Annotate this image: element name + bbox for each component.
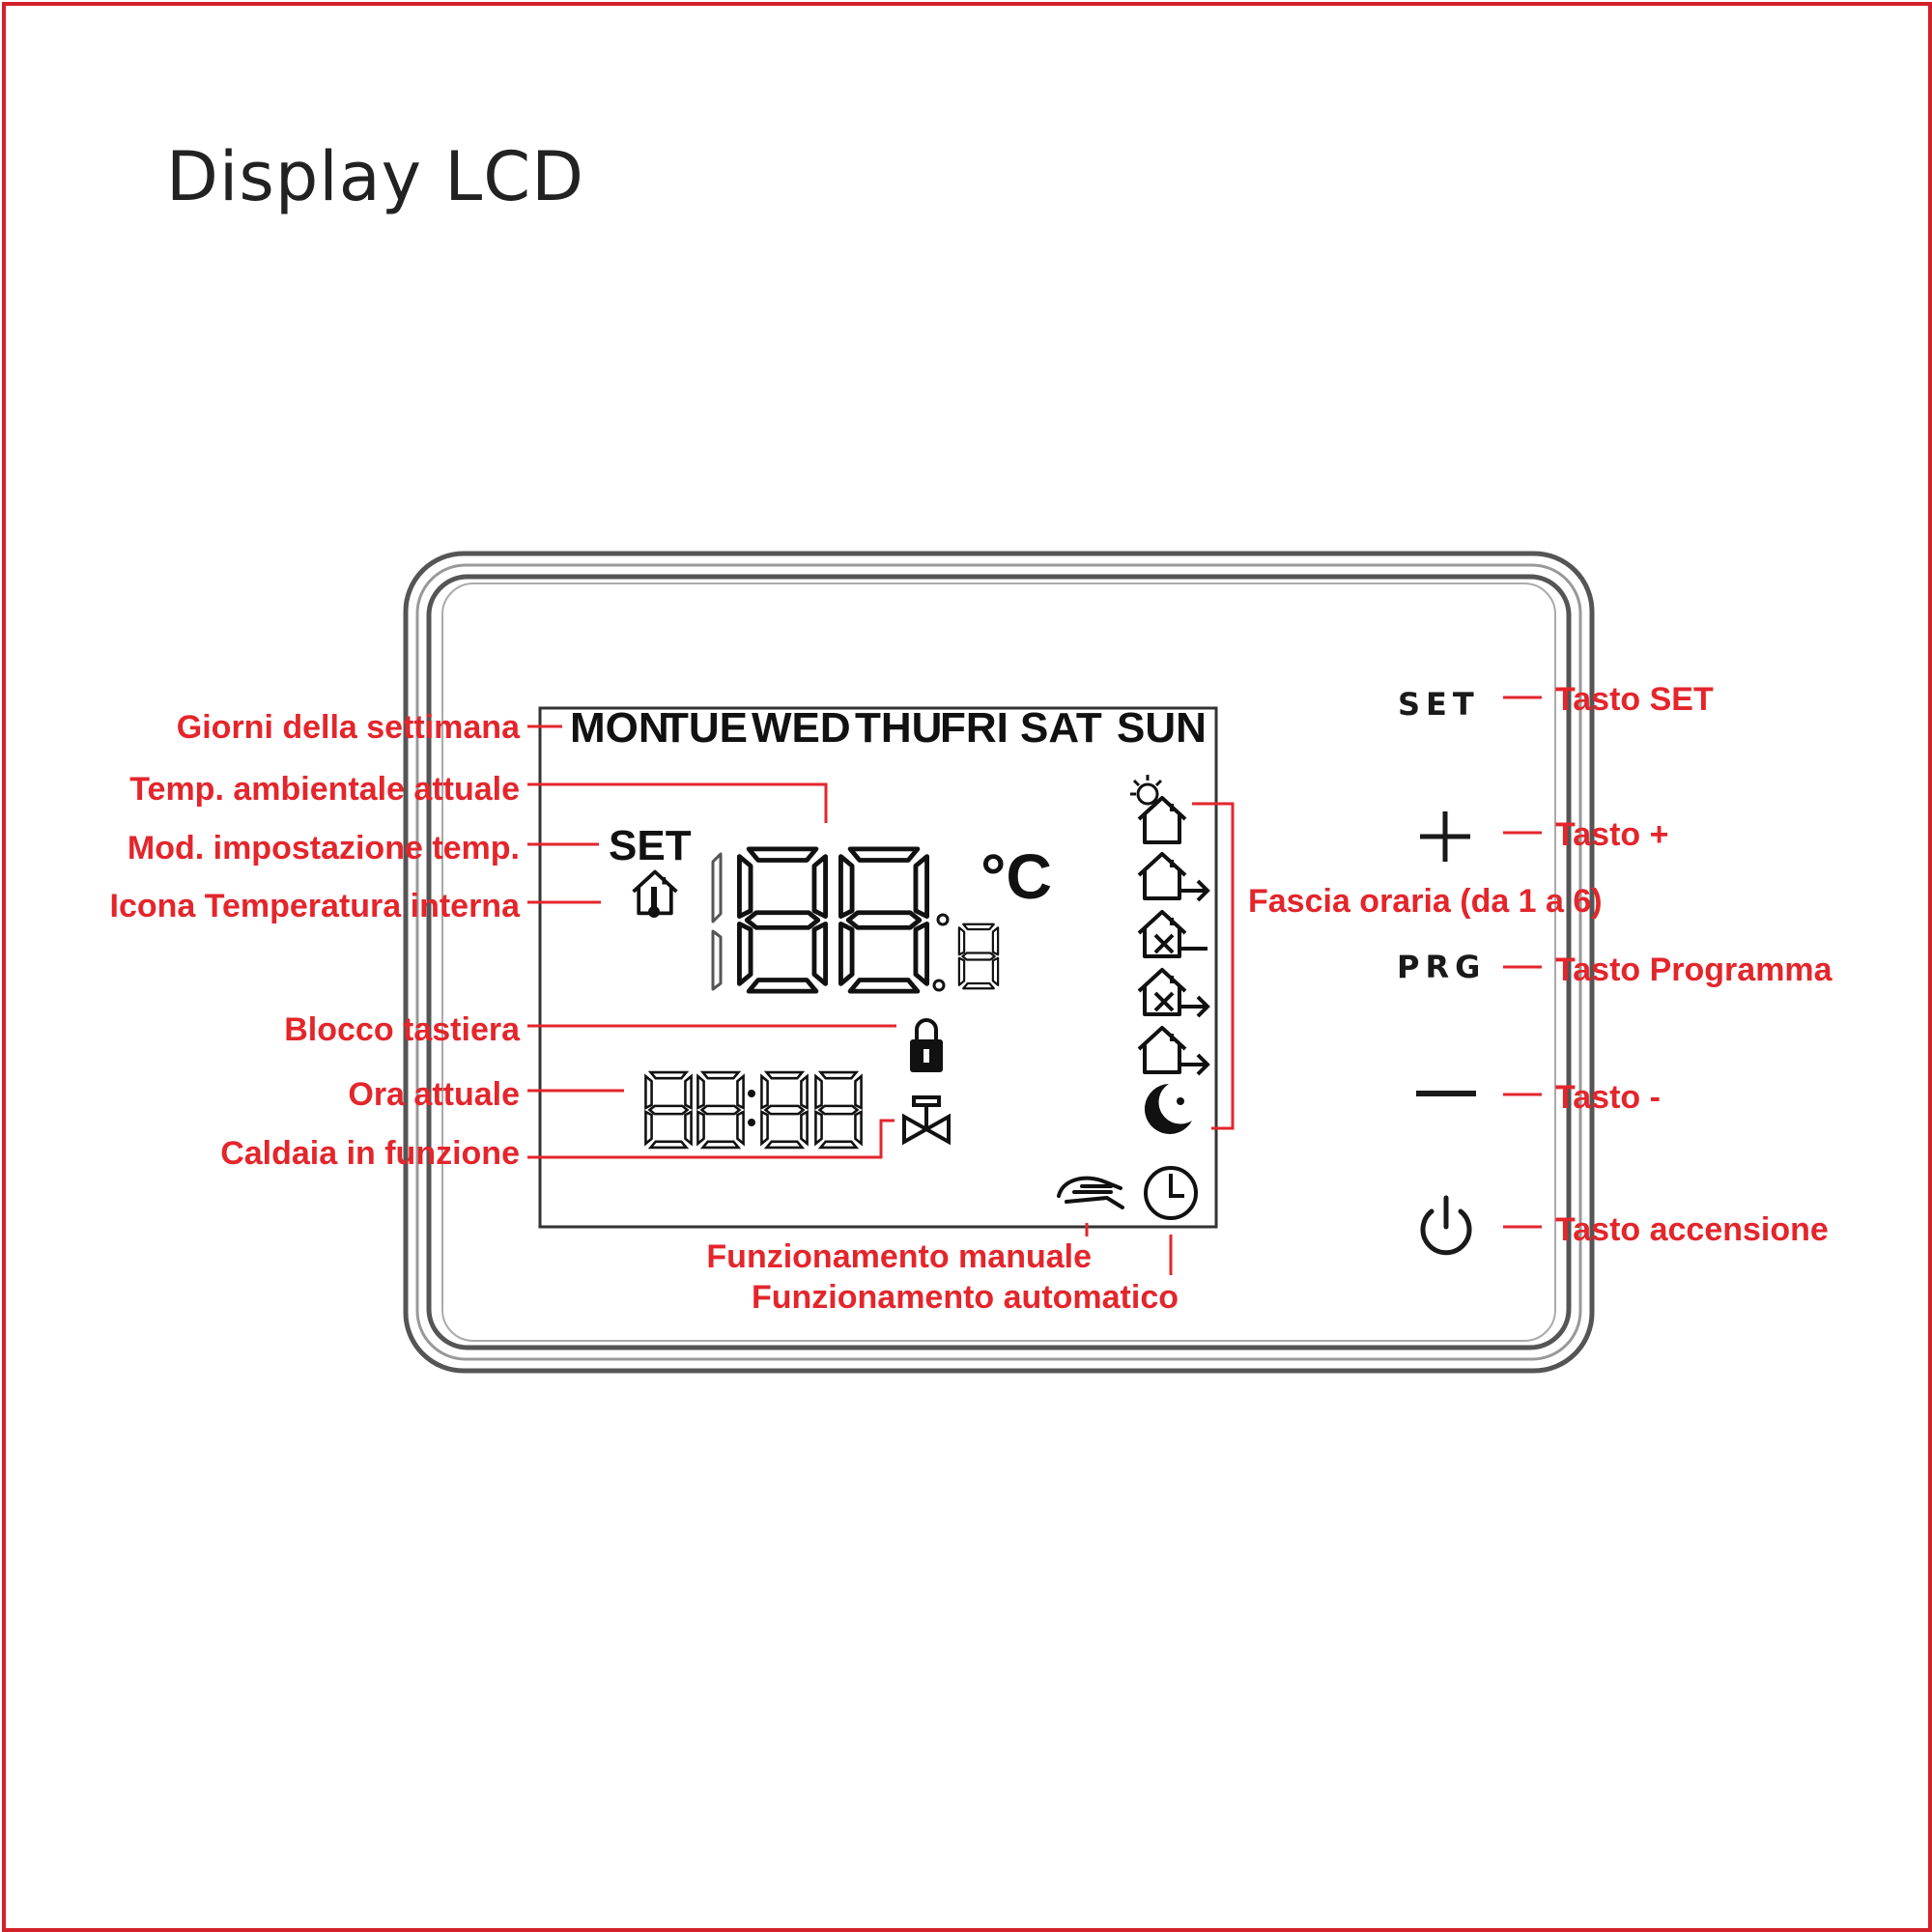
label-days: Giorni della settimana bbox=[177, 709, 521, 746]
digit-one-segments bbox=[711, 852, 723, 991]
label-room-temp: Temp. ambientale attuale bbox=[129, 771, 520, 808]
temperature-display bbox=[711, 849, 1000, 992]
clock-colon-bottom bbox=[748, 1119, 755, 1126]
weekday-row: MON TUE WED THU FRI SAT SUN bbox=[570, 704, 1207, 752]
padlock-icon bbox=[910, 1018, 943, 1072]
sun-house-icon bbox=[1130, 775, 1185, 842]
set-button[interactable]: SET bbox=[1398, 686, 1480, 723]
clock-display bbox=[644, 1070, 863, 1150]
valve-icon bbox=[902, 1095, 951, 1146]
house-leave-icon bbox=[1139, 970, 1210, 1018]
house-thermometer-icon bbox=[631, 869, 679, 918]
plus-icon[interactable] bbox=[1420, 811, 1470, 862]
label-indoor-icon: Icona Temperatura interna bbox=[110, 888, 522, 924]
day-wed: WED bbox=[752, 704, 851, 752]
celsius-unit: °C bbox=[980, 840, 1052, 912]
clock-colon-top bbox=[748, 1090, 755, 1097]
house-return-icon bbox=[1139, 1028, 1210, 1076]
set-indicator: SET bbox=[609, 822, 692, 869]
label-key-plus: Tasto + bbox=[1555, 816, 1668, 853]
hand-icon bbox=[1057, 1176, 1124, 1209]
day-thu: THU bbox=[855, 704, 942, 752]
label-key-minus: Tasto - bbox=[1555, 1079, 1661, 1116]
prg-button[interactable]: PRG bbox=[1397, 949, 1486, 985]
label-manual: Funzionamento manuale bbox=[706, 1238, 1092, 1275]
label-boiler: Caldaia in funzione bbox=[220, 1135, 520, 1172]
time-slot-icons bbox=[1130, 775, 1210, 1134]
moon-icon bbox=[1144, 1084, 1192, 1134]
label-key-power: Tasto accensione bbox=[1555, 1211, 1829, 1248]
decimal-dot-upper bbox=[936, 913, 950, 926]
day-sat: SAT bbox=[1020, 704, 1102, 752]
label-auto: Funzionamento automatico bbox=[752, 1279, 1179, 1316]
label-current-time: Ora attuale bbox=[348, 1076, 520, 1113]
power-icon[interactable] bbox=[1420, 1195, 1472, 1256]
thermostat-body bbox=[403, 551, 1595, 1374]
label-key-prg: Tasto Programma bbox=[1555, 952, 1833, 988]
decimal-dot-lower bbox=[932, 979, 946, 992]
callout-labels: Giorni della settimana Temp. ambientale … bbox=[110, 681, 1833, 1316]
day-sun: SUN bbox=[1117, 704, 1207, 752]
label-keypad-lock: Blocco tastiera bbox=[284, 1011, 521, 1048]
label-set-mode: Mod. impostazione temp. bbox=[128, 830, 520, 867]
day-fri: FRI bbox=[940, 704, 1009, 752]
label-key-set: Tasto SET bbox=[1555, 681, 1714, 718]
day-mon: MON bbox=[570, 704, 669, 752]
day-tue: TUE bbox=[663, 704, 748, 752]
lcd-screen bbox=[538, 706, 1218, 1229]
label-time-slot: Fascia oraria (da 1 a 6) bbox=[1248, 883, 1603, 920]
page-title: Display LCD bbox=[166, 137, 585, 216]
leader-lines bbox=[527, 696, 1542, 1275]
clock-icon bbox=[1144, 1166, 1198, 1220]
house-leave-icon bbox=[1139, 854, 1210, 902]
house-return-icon bbox=[1139, 912, 1208, 956]
